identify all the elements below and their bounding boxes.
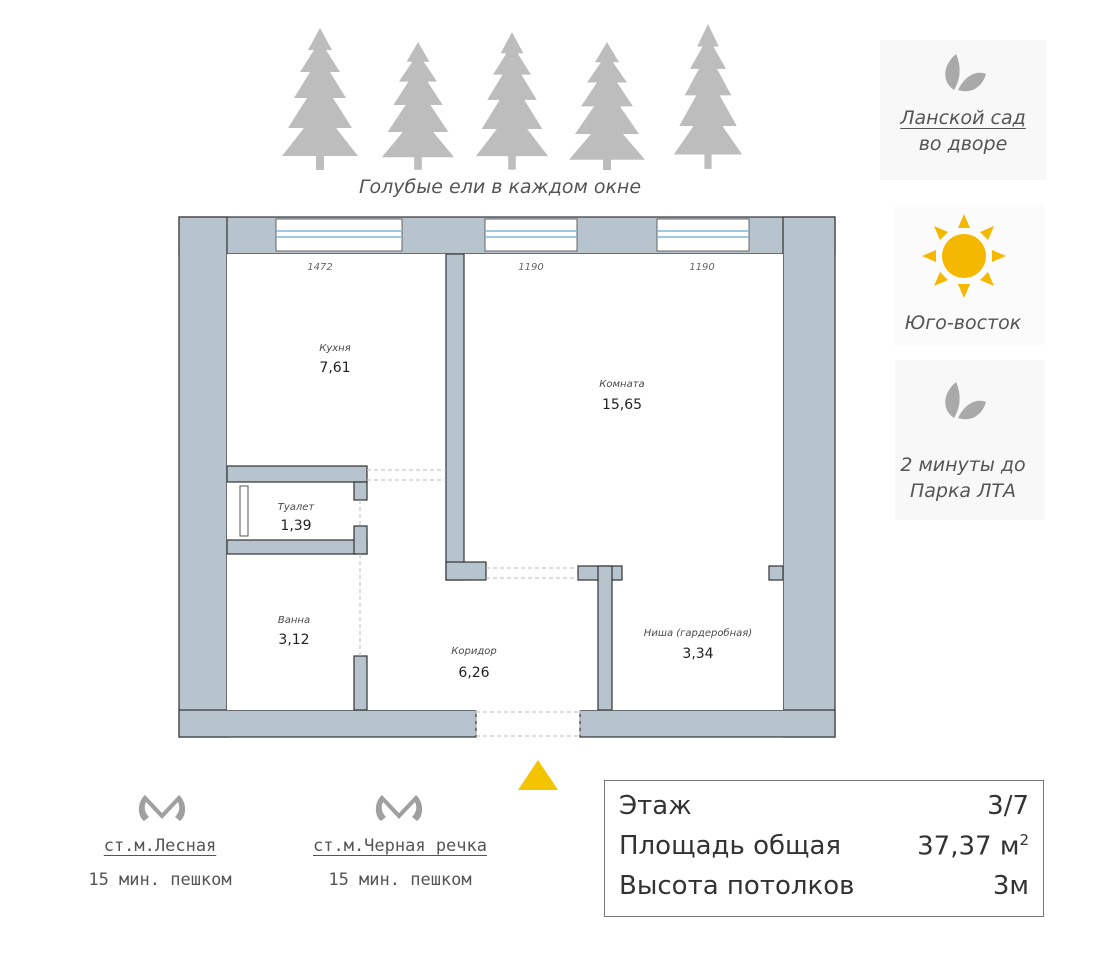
wall-bath-side-3 — [353, 655, 368, 711]
wall-bottom-right — [579, 709, 836, 738]
room-name-corridor: Коридор — [451, 646, 496, 657]
room-name-toilet: Туалет — [278, 502, 316, 513]
room-area-room: 15,65 — [602, 397, 642, 413]
wall-room-corner — [445, 561, 487, 581]
floor-value: 3/7 — [987, 791, 1029, 821]
info-row-ceiling: Высота потолков 3м — [619, 871, 1029, 911]
wall-kitchen-room — [445, 253, 465, 581]
leaf-icon — [945, 382, 986, 420]
windows — [275, 218, 750, 252]
metro-logo-icon — [138, 795, 186, 821]
dimension-label: 1190 — [689, 262, 714, 273]
area-value: 37,37 м — [917, 831, 1020, 862]
wall-right — [782, 216, 836, 738]
room-name-bath: Ванна — [278, 615, 310, 626]
wall-kitchen-bottom — [226, 465, 368, 483]
dimension-label: 1190 — [518, 262, 543, 273]
garden-subtext: во дворе — [918, 133, 1008, 155]
metro-walk-time: 15 мин. пешком — [328, 870, 472, 890]
wall-niche-stub — [768, 565, 784, 581]
room-area-bath: 3,12 — [278, 632, 309, 648]
ceiling-value: 3м — [992, 871, 1029, 901]
sidebar-panel-top — [880, 40, 1046, 180]
apartment-info-box: Этаж 3/7 Площадь общая 37,37 м2 Высота п… — [604, 780, 1044, 917]
openings — [359, 469, 581, 738]
room-area-toilet: 1,39 — [280, 518, 311, 534]
area-value-wrap: 37,37 м2 — [917, 831, 1029, 862]
metro-station-link[interactable]: ст.м.Черная речка — [313, 836, 487, 856]
wall-bath-side-1 — [353, 481, 368, 501]
room-area-kitchen: 7,61 — [319, 360, 350, 376]
room-area-niche: 3,34 — [682, 646, 713, 662]
sidebar-panel-park — [895, 360, 1045, 520]
dimension-label: 1472 — [307, 262, 332, 273]
area-label: Площадь общая — [619, 831, 842, 861]
toilet-fixture — [239, 485, 249, 537]
ceiling-label: Высота потолков — [619, 871, 855, 901]
room-name-kitchen: Кухня — [319, 343, 351, 354]
room-area-corridor: 6,26 — [458, 665, 489, 681]
metro-walk-time: 15 мин. пешком — [88, 870, 232, 890]
sun-icon — [922, 214, 1006, 298]
garden-text: Ланской сад во дворе — [870, 105, 1056, 157]
floor-label: Этаж — [619, 791, 692, 821]
room-name-room: Комната — [599, 379, 644, 390]
orientation-text: Юго-восток — [904, 312, 1022, 334]
metro-logo-icon — [375, 795, 423, 821]
info-row-floor: Этаж 3/7 — [619, 791, 1029, 831]
area-unit-sup: 2 — [1019, 831, 1029, 849]
wall-toilet-bath — [226, 539, 368, 555]
room-name-niche: Ниша (гардеробная) — [644, 627, 752, 639]
entrance-triangle-icon — [518, 760, 558, 790]
leaf-icon — [945, 54, 986, 92]
wall-bath-side-2 — [353, 525, 368, 555]
wall-bottom-left — [178, 709, 477, 738]
wall-niche-side — [597, 565, 613, 711]
info-row-area: Площадь общая 37,37 м2 — [619, 831, 1029, 871]
wall-left — [178, 216, 228, 738]
floor-plan: 1472 1190 1190 Кухня 7,61 Комната 15,65 … — [178, 216, 836, 738]
park-text: 2 минуты до Парка ЛТА — [870, 452, 1056, 504]
trees-caption: Голубые ели в каждом окне — [358, 176, 642, 198]
park-line-1: 2 минуты до — [900, 454, 1026, 476]
metro-station-link[interactable]: ст.м.Лесная — [103, 836, 217, 856]
park-line-2: Парка ЛТА — [909, 480, 1017, 502]
garden-link[interactable]: Ланской сад — [900, 107, 1026, 129]
